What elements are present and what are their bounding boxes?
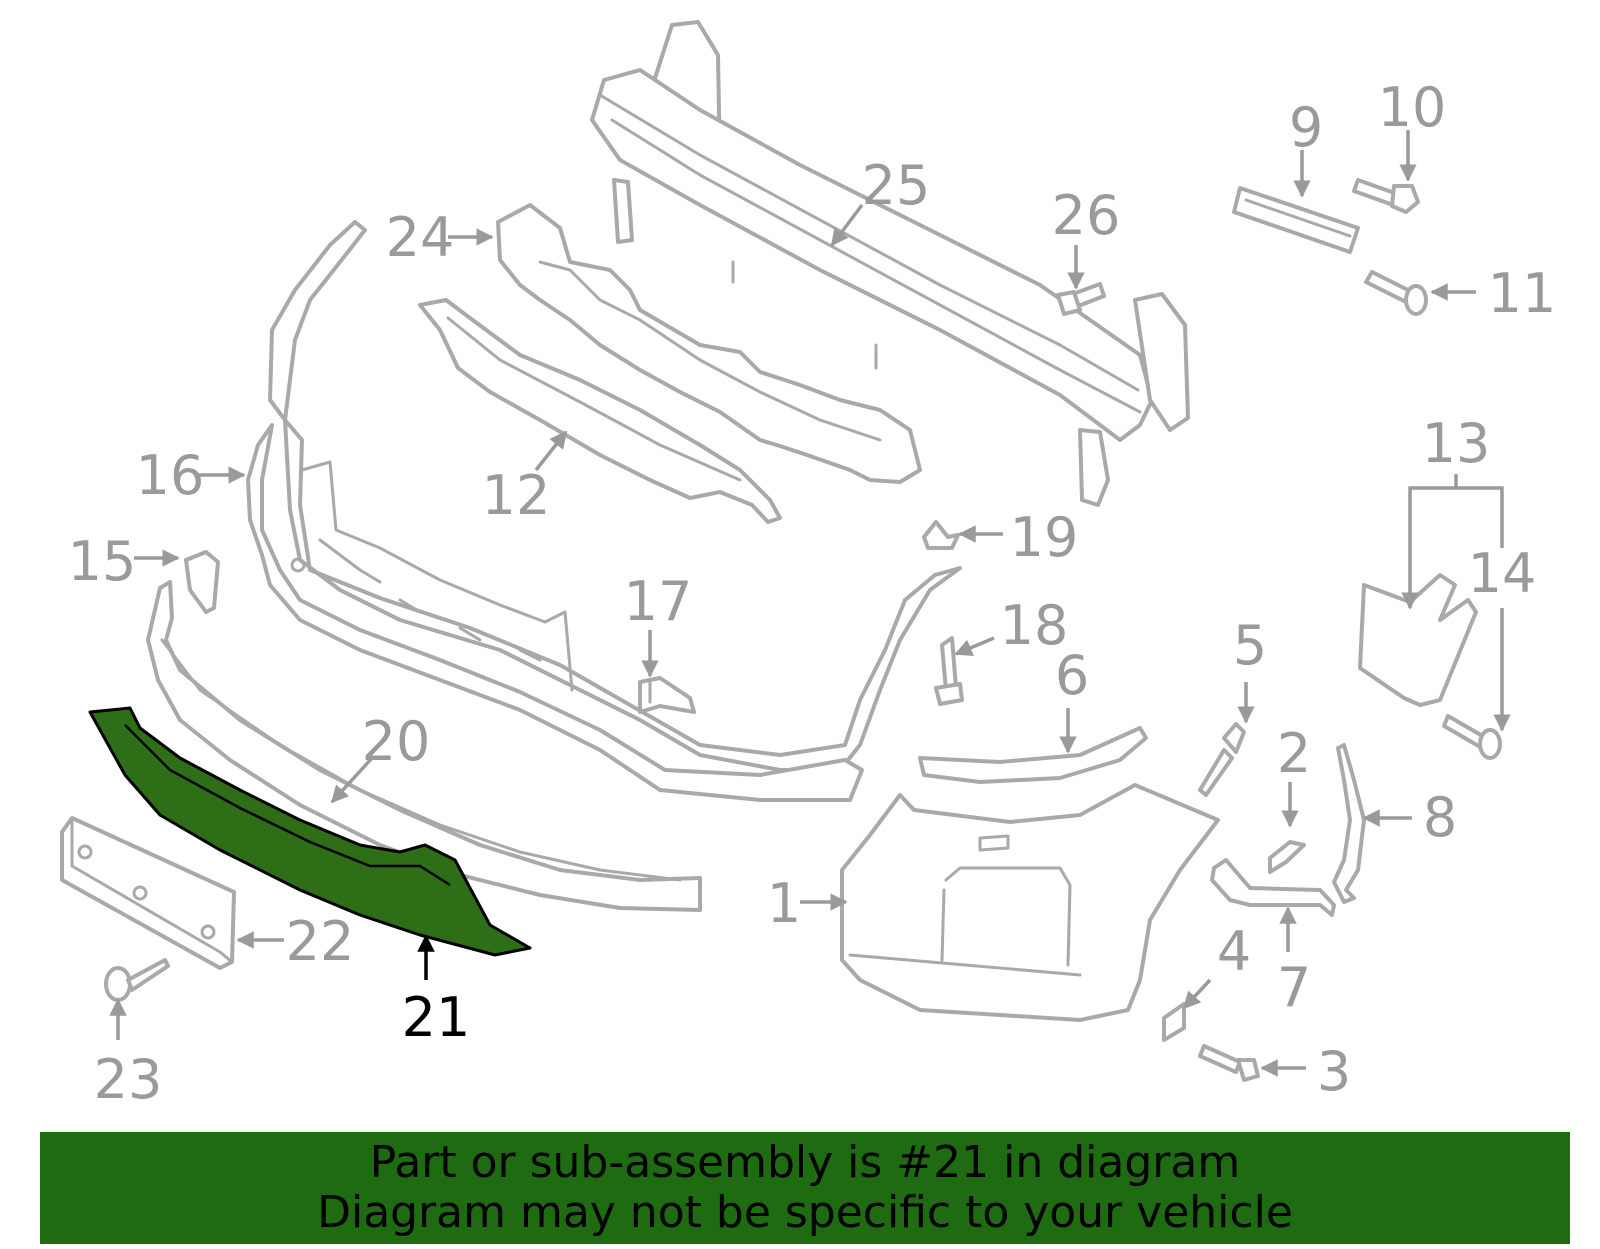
callout-26: 26 <box>1052 184 1121 247</box>
leader-18 <box>954 636 995 656</box>
part-12-support-strip <box>418 298 782 524</box>
part-24-energy-absorber <box>496 203 922 484</box>
callout-2: 2 <box>1277 722 1311 785</box>
callout-1: 1 <box>767 872 801 935</box>
callout-20: 20 <box>362 710 431 773</box>
callout-7: 7 <box>1277 956 1311 1019</box>
part-3-bolt <box>1198 1044 1260 1082</box>
callout-10: 10 <box>1378 76 1447 139</box>
part-22-plate-bracket <box>60 816 236 970</box>
info-banner: Part or sub-assembly is #21 in diagram D… <box>40 1132 1570 1244</box>
leader-20 <box>330 756 374 804</box>
leader-lines <box>109 130 1511 1077</box>
callout-17: 17 <box>624 570 693 633</box>
part-21-lower-valance <box>88 706 532 957</box>
leader-12 <box>534 430 568 472</box>
part-14-screw <box>1442 714 1502 760</box>
callout-6: 6 <box>1055 644 1089 707</box>
part-26-bolt <box>1056 282 1106 316</box>
callout-8: 8 <box>1423 786 1457 849</box>
part-23-screw <box>104 958 170 1002</box>
part-7-bracket <box>1210 858 1336 917</box>
part-15-bracket <box>184 550 220 614</box>
part-25-reinforcement-beam <box>590 20 1190 507</box>
callout-23: 23 <box>94 1048 163 1111</box>
callout-19: 19 <box>1010 506 1079 569</box>
callout-9: 9 <box>1289 96 1323 159</box>
part-19-clip <box>922 520 960 550</box>
leader-4 <box>1182 978 1212 1010</box>
banner-part-line: Part or sub-assembly is #21 in diagram <box>369 1137 1241 1188</box>
callout-11: 11 <box>1488 262 1557 325</box>
callout-18: 18 <box>1000 594 1069 657</box>
callout-22: 22 <box>286 910 355 973</box>
part-10-bolt <box>1352 178 1420 214</box>
callout-16: 16 <box>136 444 205 507</box>
part-13-shield <box>1358 573 1478 707</box>
callout-13: 13 <box>1422 412 1491 475</box>
callout-12: 12 <box>482 464 551 527</box>
part-2-bracket <box>1268 840 1306 874</box>
leader-25 <box>830 203 864 247</box>
callout-24: 24 <box>386 206 455 269</box>
part-16-bumper-cover <box>246 220 962 802</box>
callout-3: 3 <box>1317 1040 1351 1103</box>
part-11-screw <box>1364 270 1428 316</box>
part-9-pad <box>1232 186 1360 254</box>
callout-15: 15 <box>68 530 137 593</box>
part-6-bracket-strip <box>918 726 1148 784</box>
part-1-corner-panel <box>840 783 1220 1022</box>
callout-21: 21 <box>402 986 471 1049</box>
part-17-bracket <box>638 676 696 714</box>
banner-disclaimer-line: Diagram may not be specific to your vehi… <box>317 1187 1293 1238</box>
callout-14: 14 <box>1468 542 1537 605</box>
part-4-clip <box>1162 1002 1186 1042</box>
callout-labels: 10 9 25 26 24 11 13 16 12 19 15 14 17 18… <box>68 76 1557 1111</box>
callout-5: 5 <box>1233 614 1267 677</box>
callout-4: 4 <box>1217 920 1251 983</box>
part-8-side-bracket <box>1332 743 1366 904</box>
part-18-bolt <box>934 636 964 706</box>
part-5-push-pin <box>1198 722 1246 797</box>
callout-25: 25 <box>862 154 931 217</box>
